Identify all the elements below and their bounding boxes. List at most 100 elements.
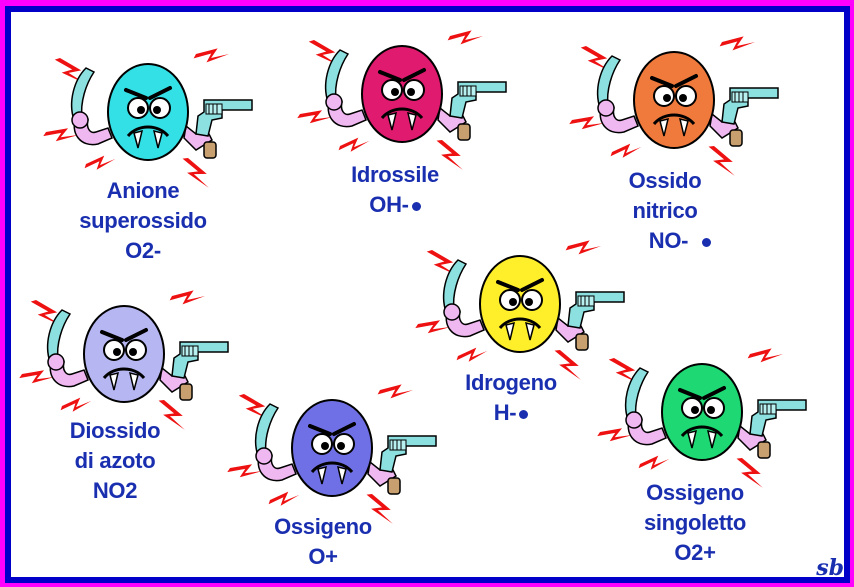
creature-drawing (43, 48, 253, 188)
lightning-bolt-icon (158, 400, 185, 430)
label-line: O2+ (674, 540, 716, 565)
lightning-bolt-icon (30, 300, 62, 326)
label-line: NO2 (92, 478, 138, 503)
creature-drawing (597, 348, 807, 488)
label-idrogeno: Idrogeno H- (416, 368, 606, 428)
lightning-bolt-icon (308, 40, 340, 66)
lightning-bolt-icon (193, 48, 230, 63)
lightning-bolt-icon (447, 30, 484, 45)
lightning-bolt-icon (580, 46, 612, 72)
body-icon (361, 45, 443, 143)
lightning-bolt-icon (60, 397, 92, 412)
creature-ossigeno (227, 376, 440, 526)
label-line: Diossido (69, 418, 161, 443)
gun-icon (749, 399, 807, 437)
arm-left-icon (325, 93, 367, 128)
creature-idrossile (297, 22, 510, 172)
lightning-bolt-icon (719, 36, 756, 51)
creature-ossigeno-singoletto (597, 340, 810, 490)
radical-dot (519, 409, 529, 419)
lightning-bolt-icon (436, 140, 463, 170)
lightning-bolt-icon (84, 155, 116, 170)
lightning-bolt-icon (415, 320, 451, 334)
arm-left-icon (47, 353, 89, 388)
lightning-bolt-icon (426, 250, 458, 276)
label-line: superossido (79, 208, 207, 233)
lightning-bolt-icon (182, 158, 209, 188)
creature-anione-superossido (43, 40, 256, 190)
gun-icon (721, 87, 779, 125)
creature-drawing (19, 290, 229, 430)
gun-icon (171, 341, 229, 379)
lightning-bolt-icon (608, 358, 640, 384)
body-icon (291, 399, 373, 497)
lightning-bolt-icon (366, 494, 393, 524)
signature: sb (816, 555, 844, 581)
lightning-bolt-icon (747, 348, 784, 363)
lightning-bolt-icon (554, 350, 581, 380)
lightning-bolt-icon (569, 116, 605, 130)
label-ossido-nitrico: Ossido nitrico NO- (570, 166, 760, 256)
creature-drawing (227, 384, 437, 524)
label-ossigeno-singoletto: Ossigeno singoletto O2+ (600, 478, 790, 568)
gun-icon (379, 435, 437, 473)
creature-drawing (569, 36, 779, 176)
label-anione-superossido: Anione superossido O2- (48, 176, 238, 266)
lightning-bolt-icon (610, 143, 642, 158)
label-line: NO- (648, 228, 689, 253)
label-line: Ossigeno (646, 480, 744, 505)
label-line: Ossido (628, 168, 702, 193)
label-ossigeno: Ossigeno O+ (228, 512, 418, 572)
lightning-bolt-icon (338, 137, 370, 152)
creature-drawing (415, 240, 625, 380)
lightning-bolt-icon (377, 384, 414, 399)
body-icon (661, 363, 743, 461)
label-line: H- (493, 400, 517, 425)
lightning-bolt-icon (169, 290, 206, 305)
creature-ossido-nitrico (569, 28, 782, 178)
body-icon (107, 63, 189, 161)
lightning-bolt-icon (597, 428, 633, 442)
label-line: Anione (106, 178, 180, 203)
creature-idrogeno (415, 232, 628, 382)
label-line: Idrogeno (465, 370, 557, 395)
body-icon (479, 255, 561, 353)
label-line: di azoto (74, 448, 156, 473)
arm-left-icon (443, 303, 485, 338)
lightning-bolt-icon (43, 128, 79, 142)
lightning-bolt-icon (638, 455, 670, 470)
label-line: singoletto (643, 510, 747, 535)
lightning-bolt-icon (565, 240, 602, 255)
lightning-bolt-icon (227, 464, 263, 478)
label-diossido-di-azoto: Diossido di azoto NO2 (20, 416, 210, 506)
lightning-bolt-icon (736, 458, 763, 488)
arm-left-icon (255, 447, 297, 482)
arm-left-icon (71, 111, 113, 146)
label-idrossile: Idrossile OH- (300, 160, 490, 220)
lightning-bolt-icon (456, 347, 488, 362)
lightning-bolt-icon (19, 370, 55, 384)
body-icon (83, 305, 165, 403)
lightning-bolt-icon (708, 146, 735, 176)
label-line: OH- (369, 192, 409, 217)
label-line: O+ (308, 544, 338, 569)
label-line: O2- (125, 238, 161, 263)
label-line: Idrossile (351, 162, 439, 187)
arm-left-icon (625, 411, 667, 446)
gun-icon (449, 81, 507, 119)
radical-dot (411, 201, 421, 211)
arm-left-icon (597, 99, 639, 134)
label-line: nitrico (632, 198, 698, 223)
creature-drawing (297, 30, 507, 170)
lightning-bolt-icon (297, 110, 333, 124)
label-line: Ossigeno (274, 514, 372, 539)
lightning-bolt-icon (268, 491, 300, 506)
lightning-bolt-icon (238, 394, 270, 420)
radical-dot (702, 237, 712, 247)
gun-icon (195, 99, 253, 137)
body-icon (633, 51, 715, 149)
lightning-bolt-icon (54, 58, 86, 84)
creature-diossido-di-azoto (19, 282, 232, 432)
gun-icon (567, 291, 625, 329)
